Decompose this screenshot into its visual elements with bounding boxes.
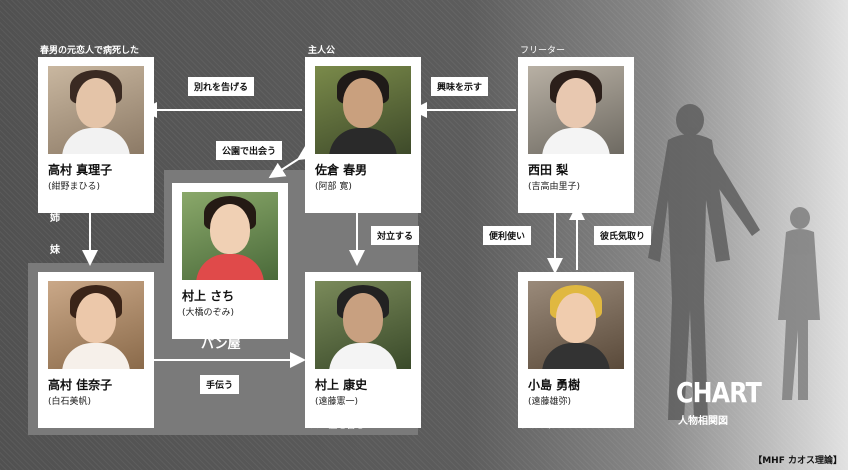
relation-label-tetsudau: 手伝う [200, 375, 240, 394]
portrait-photo [528, 66, 624, 154]
character-name: 高村 真理子 [48, 163, 113, 177]
actor-name: (紺野まひる) [48, 182, 101, 192]
relation-label-kareshi: 彼氏気取り [594, 226, 652, 245]
character-name: 高村 佳奈子 [48, 378, 113, 392]
chart-title: CHART [676, 376, 762, 409]
character-name: 佐倉 春男 [315, 163, 368, 177]
relation-label-kouen: 公園で出会う [216, 141, 283, 160]
character-card-yasushi[interactable]: 村上 康史 (遠藤憲一) [305, 272, 421, 428]
group-label-bakery: パン屋 [201, 337, 241, 352]
arrow-haruo-sachi [268, 144, 315, 179]
role-label-haruo: 主人公 [308, 46, 336, 56]
character-name: 西田 梨 [528, 163, 569, 177]
watermark-text: 【MHF カオス理論】 [753, 456, 842, 466]
character-card-mariko[interactable]: 高村 真理子 (紺野まひる) [38, 57, 154, 213]
actor-name: (吉高由里子) [528, 182, 581, 192]
character-name: 村上 康史 [315, 378, 368, 392]
actor-name: (阿部 寛) [315, 182, 352, 192]
character-card-haruo[interactable]: 佐倉 春男 (阿部 寛) [305, 57, 421, 213]
actor-name: (遠藤憲一) [315, 397, 359, 407]
relation-label-benri: 便利使い [483, 226, 532, 245]
actor-name: (白石美帆) [48, 397, 92, 407]
character-name: 小島 勇樹 [528, 378, 581, 392]
portrait-photo [48, 66, 144, 154]
character-card-sachi[interactable]: 村上 さち (大橋のぞみ) [172, 183, 288, 339]
portrait-photo [315, 66, 411, 154]
portrait-photo [315, 281, 411, 369]
relation-label-wakare: 別れを告げる [188, 77, 255, 96]
sister-label-younger: 妹 [50, 245, 60, 256]
role-label-mariko: 春男の元恋人で病死した [40, 46, 140, 56]
portrait-photo [182, 192, 278, 280]
role-label-nashi: フリーター [520, 46, 566, 56]
relation-label-kyoumi: 興味を示す [431, 77, 489, 96]
sister-label-elder: 姉 [50, 213, 60, 224]
actor-name: (大橋のぞみ) [182, 308, 235, 318]
character-card-nashi[interactable]: 西田 梨 (吉高由里子) [518, 57, 634, 213]
chart-subtitle: 人物相関図 [678, 416, 728, 427]
character-card-yuki[interactable]: 小島 勇樹 (遠藤雄弥) [518, 272, 634, 428]
portrait-photo [528, 281, 624, 369]
character-card-kanako[interactable]: 高村 佳奈子 (白石美帆) [38, 272, 154, 428]
character-name: 村上 さち [182, 289, 235, 303]
actor-name: (遠藤雄弥) [528, 397, 572, 407]
relation-label-tairitsu: 対立する [371, 226, 420, 245]
portrait-photo [48, 281, 144, 369]
